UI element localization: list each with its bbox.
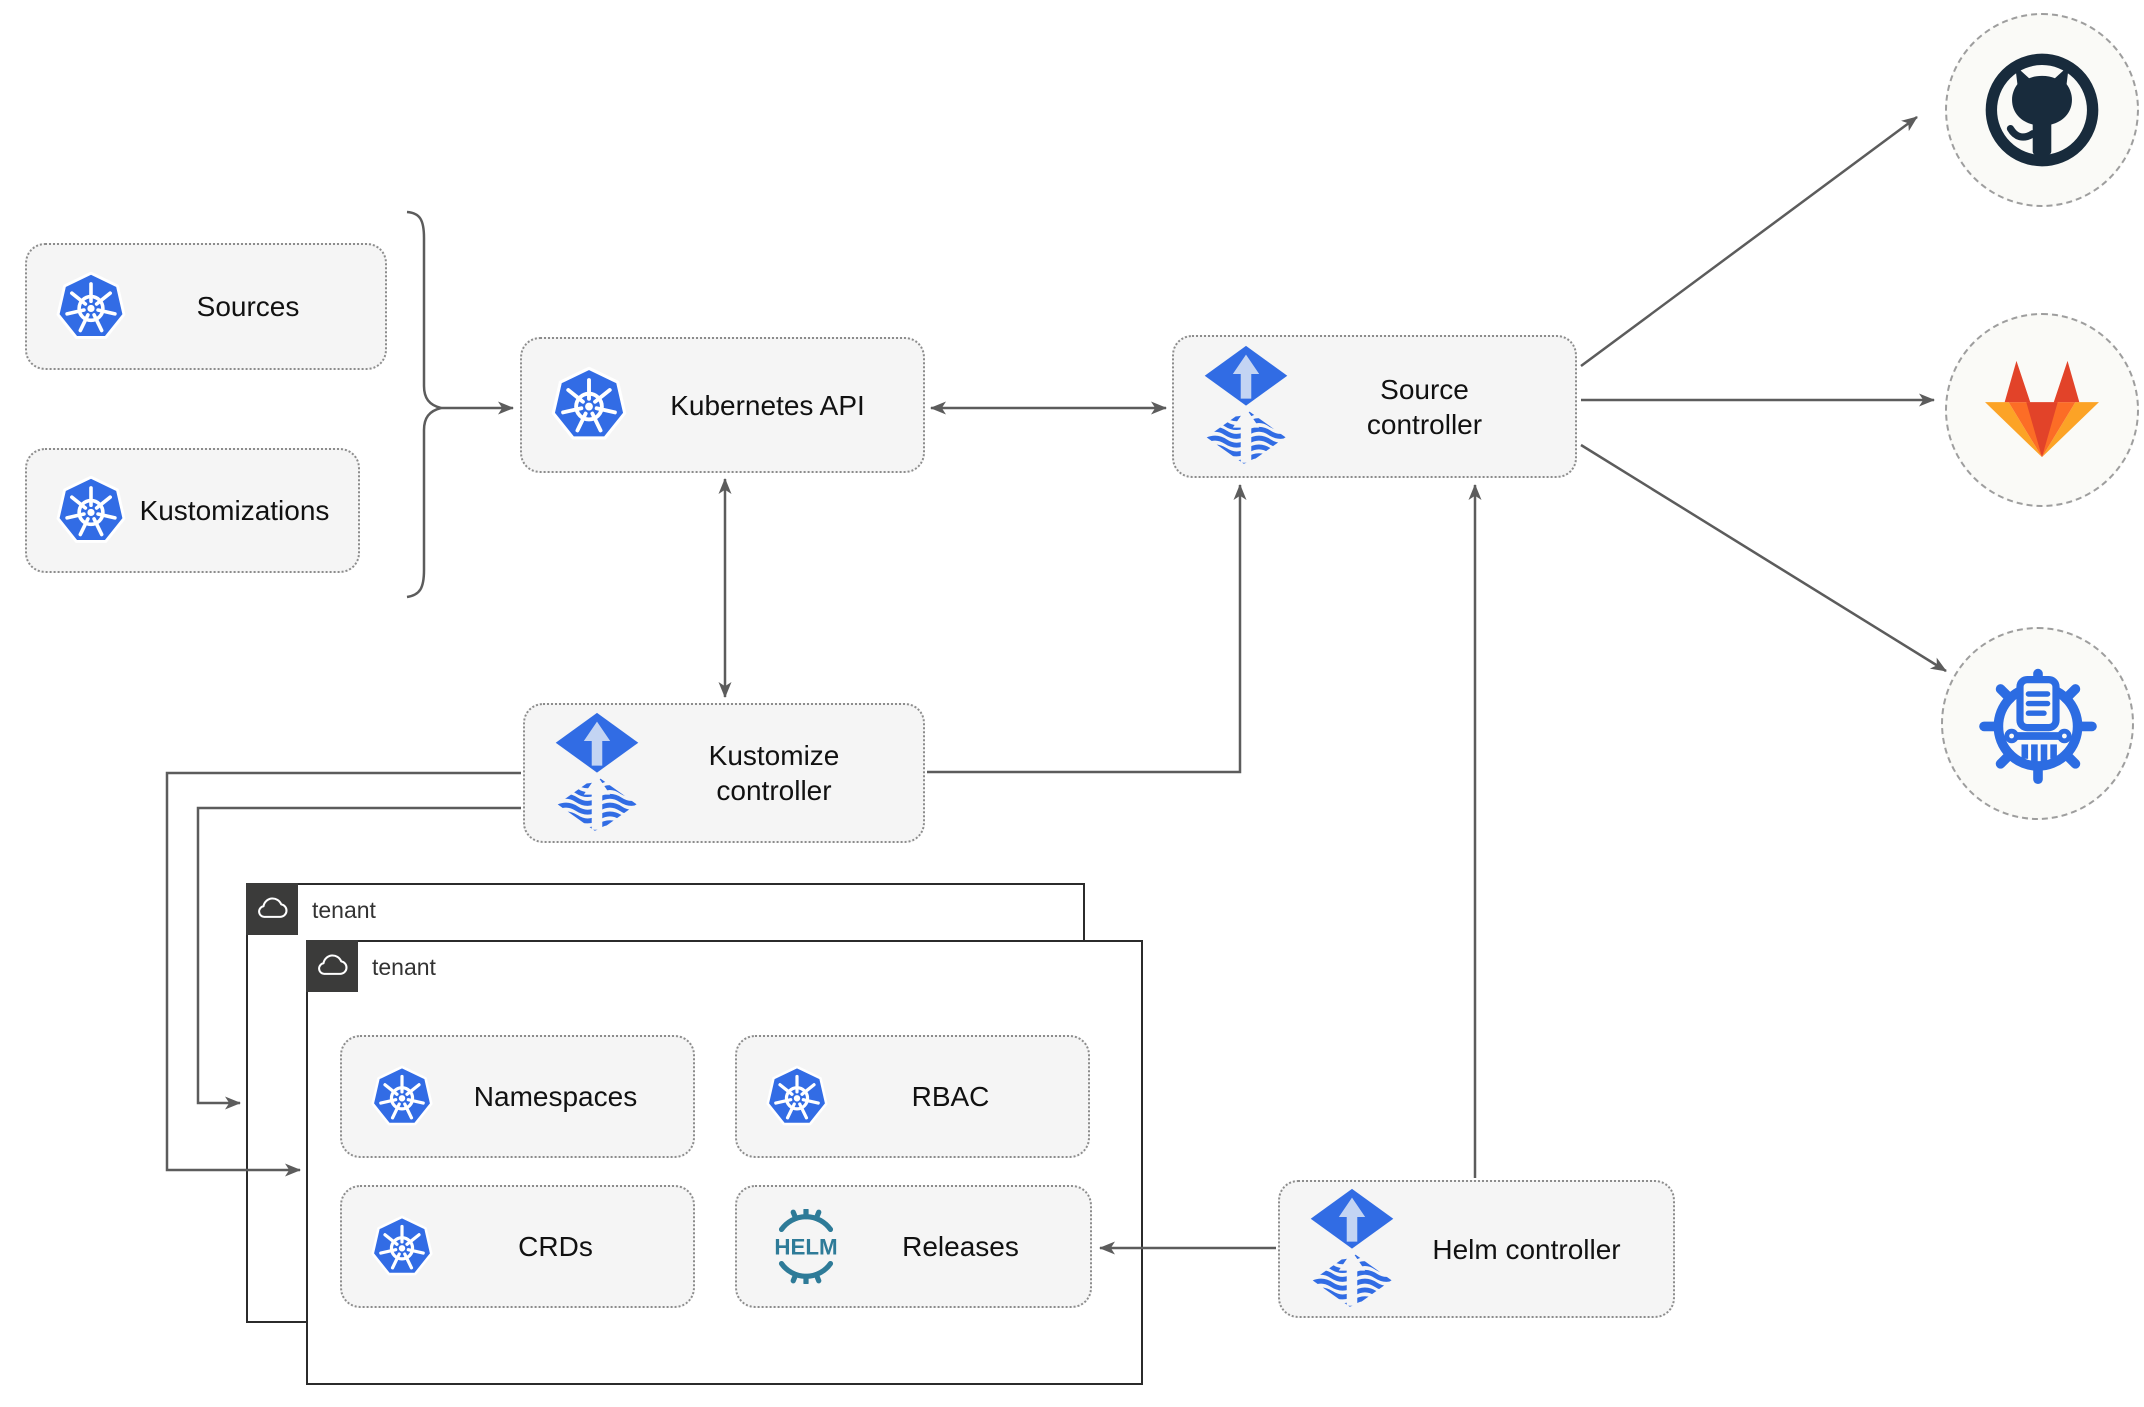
edge-kustomizectl-sourcectl xyxy=(927,484,1247,774)
tenant-label: tenant xyxy=(312,896,376,923)
flux-icon xyxy=(553,712,641,835)
source-controller-label: Source controller xyxy=(1366,373,1483,440)
node-rbac: RBAC xyxy=(735,1035,1090,1158)
node-kubernetes-api: Kubernetes API xyxy=(520,337,925,473)
edge-sourcectl-github xyxy=(1580,115,1918,368)
kubernetes-icon xyxy=(550,366,628,444)
flux-icon xyxy=(1202,345,1290,468)
crds-label: CRDs xyxy=(518,1231,593,1262)
flux-icon xyxy=(1308,1188,1396,1311)
kustomize-controller-label: Kustomize controller xyxy=(708,740,840,806)
kubernetes-icon xyxy=(765,1065,829,1129)
node-helm-controller: Helm controller xyxy=(1278,1180,1675,1318)
sources-label: Sources xyxy=(196,291,300,322)
chartmuseum-icon xyxy=(1972,658,2104,790)
helm-controller-label: Helm controller xyxy=(1432,1233,1621,1265)
kustomizations-label: Kustomizations xyxy=(139,495,330,526)
edge-sourcectl-chartmuseum xyxy=(1580,443,1947,673)
releases-label: Releases xyxy=(902,1231,1019,1262)
kubernetes-icon xyxy=(370,1215,434,1279)
node-sources: Sources xyxy=(25,243,387,370)
node-namespaces: Namespaces xyxy=(340,1035,695,1158)
helm-icon xyxy=(765,1209,847,1284)
namespaces-label: Namespaces xyxy=(473,1081,638,1112)
external-node-gitlab xyxy=(1945,313,2139,507)
node-kustomize-controller: Kustomize controller xyxy=(523,703,925,843)
rbac-label: RBAC xyxy=(911,1081,990,1112)
github-icon xyxy=(1980,48,2104,172)
kubernetes-icon xyxy=(55,271,127,343)
node-crds: CRDs xyxy=(340,1185,695,1308)
external-node-chartmuseum xyxy=(1941,627,2134,820)
brace xyxy=(406,210,442,599)
cloud-icon xyxy=(245,882,298,935)
node-source-controller: Source controller xyxy=(1172,335,1577,478)
gitlab-icon xyxy=(1979,355,2105,465)
kubernetes-icon xyxy=(55,475,127,547)
cloud-icon xyxy=(305,939,358,992)
external-node-github xyxy=(1945,13,2139,207)
tenant-container-inner: tenant xyxy=(305,939,1143,1385)
kubernetes-icon xyxy=(370,1065,434,1129)
tenant-label: tenant xyxy=(372,953,436,980)
node-releases: Releases xyxy=(735,1185,1092,1308)
node-kustomizations: Kustomizations xyxy=(25,448,360,573)
kubernetes-api-label: Kubernetes API xyxy=(670,389,865,421)
